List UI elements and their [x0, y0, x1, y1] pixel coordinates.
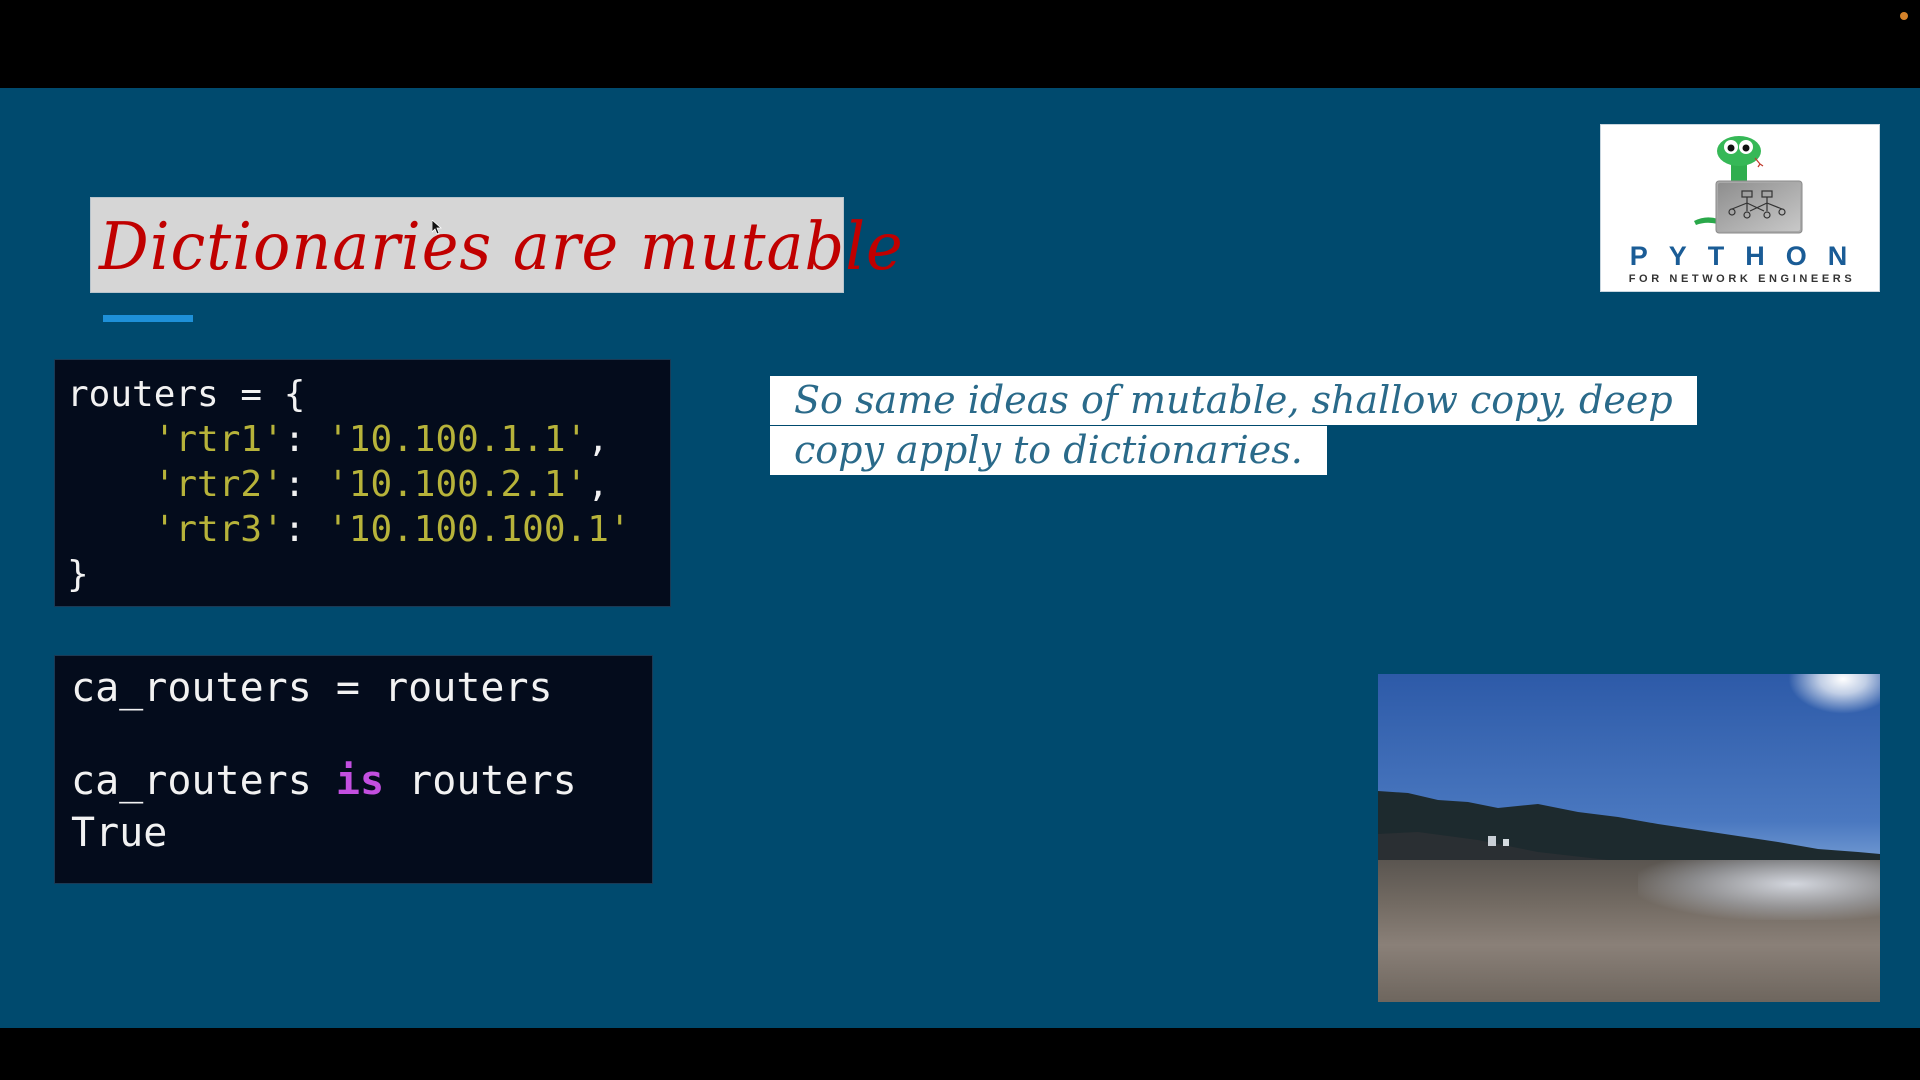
code-text: True [71, 810, 168, 856]
string-literal: 'rtr1' [153, 419, 284, 460]
explanation-callout: So same ideas of mutable, shallow copy, … [770, 376, 1697, 475]
string-literal: '10.100.1.1' [327, 419, 588, 460]
code-text: ca_routers = routers [71, 665, 553, 711]
code-text: routers [384, 757, 577, 804]
string-literal: 'rtr2' [153, 464, 284, 505]
code-text [67, 419, 154, 460]
code-text: } [67, 554, 89, 595]
hills-silhouette [1378, 791, 1880, 864]
code-block-routers-dict: routers = { 'rtr1': '10.100.1.1', 'rtr2'… [54, 359, 671, 607]
code-block-identity-check: ca_routers = routers ca_routers is router… [54, 655, 653, 884]
code-line: ca_routers is routers [71, 755, 652, 808]
code-line [71, 715, 652, 755]
string-literal: '10.100.100.1' [327, 509, 631, 550]
code-line: } [67, 552, 670, 597]
string-literal: '10.100.2.1' [327, 464, 588, 505]
logo-wordmark: PYTHON [1629, 241, 1869, 271]
code-text: , [587, 464, 609, 505]
code-text: , [587, 419, 609, 460]
code-text [67, 464, 154, 505]
callout-line-2: copy apply to dictionaries. [770, 426, 1327, 475]
mouse-cursor-icon [432, 220, 442, 235]
title-underline-accent [103, 315, 193, 322]
logo-tagline: FOR NETWORK ENGINEERS [1628, 273, 1856, 285]
code-text: : [283, 419, 328, 460]
water-reflection [1638, 860, 1880, 920]
code-line: True [71, 807, 652, 860]
code-text: : [283, 509, 328, 550]
code-line: 'rtr1': '10.100.1.1', [67, 417, 670, 462]
code-text: routers = { [67, 374, 306, 415]
title-box: Dictionaries are mutable [90, 197, 903, 293]
code-line: 'rtr3': '10.100.100.1' [67, 507, 670, 552]
recording-indicator-icon [1900, 12, 1908, 20]
string-literal: 'rtr3' [153, 509, 284, 550]
code-text: ca_routers [71, 757, 336, 804]
code-text: : [283, 464, 328, 505]
code-text [67, 509, 154, 550]
code-line: routers = { [67, 372, 670, 417]
presentation-slide: Dictionaries are mutable [0, 88, 1920, 1028]
code-line: ca_routers = routers [71, 662, 652, 715]
slide-title: Dictionaries are mutable [99, 208, 904, 285]
keyword: is [335, 757, 385, 804]
code-line: 'rtr2': '10.100.2.1', [67, 462, 670, 507]
callout-line-1: So same ideas of mutable, shallow copy, … [770, 376, 1697, 425]
beach-photo [1378, 674, 1880, 1002]
python-for-network-engineers-logo: PYTHON FOR NETWORK ENGINEERS [1600, 124, 1880, 292]
snake-laptop-icon [1694, 136, 1803, 234]
